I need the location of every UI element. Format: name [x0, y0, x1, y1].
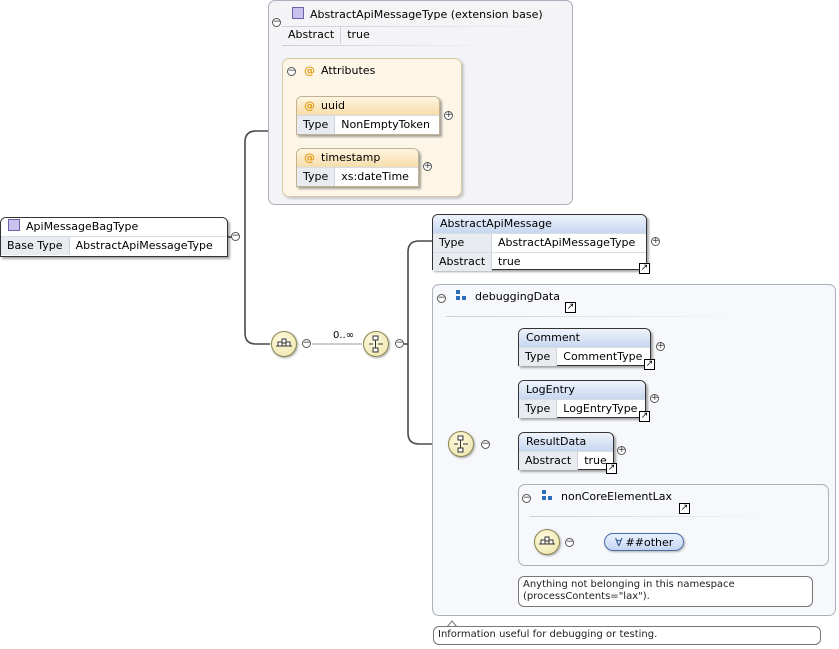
complex-type-icon [8, 219, 20, 231]
reference-arrow-icon[interactable]: ↗ [679, 503, 690, 514]
sequence-compositor[interactable] [271, 331, 297, 357]
extension-title: AbstractApiMessageType (extension base) [292, 7, 543, 21]
attribute-icon: @ [304, 99, 315, 112]
element-header: AbstractApiMessage [433, 215, 646, 233]
attribute-name: uuid [321, 99, 345, 112]
type-value: CommentType [557, 348, 648, 366]
attribute-type-row: Type NonEmptyToken [297, 115, 439, 134]
element-header: ResultData [519, 433, 613, 451]
type-value: LogEntryType [557, 400, 643, 418]
base-type-key: Base Type [1, 237, 70, 255]
abstract-key: Abstract [433, 253, 492, 271]
expand-timestamp-button[interactable]: + [423, 162, 432, 171]
attribute-uuid[interactable]: @ uuid Type NonEmptyToken [296, 96, 440, 135]
collapse-root-button[interactable]: − [231, 232, 240, 241]
attribute-timestamp-header: @ timestamp [297, 149, 418, 167]
collapse-inner-sequence-button[interactable]: − [481, 440, 490, 449]
collapse-debugging-data-button[interactable]: − [437, 294, 446, 303]
element-comment[interactable]: Comment Type CommentType [518, 328, 651, 366]
reference-arrow-icon[interactable]: ↗ [606, 463, 617, 474]
root-type-header: ApiMessageBagType [1, 218, 227, 236]
complex-type-icon [292, 7, 304, 19]
choice-icon [449, 432, 473, 456]
expand-comment-button[interactable]: + [656, 342, 665, 351]
type-key: Type [297, 116, 335, 134]
abstract-value: true [492, 253, 527, 271]
any-element-wildcard[interactable]: ∀##other [604, 533, 684, 551]
element-header: LogEntry [519, 381, 645, 399]
element-abstract-api-message[interactable]: AbstractApiMessage Type AbstractApiMessa… [432, 214, 647, 270]
attribute-icon: @ [304, 64, 315, 77]
base-type-value: AbstractApiMessageType [70, 237, 219, 255]
expand-result-data-button[interactable]: + [617, 446, 626, 455]
element-type-row: Type AbstractApiMessageType [433, 233, 646, 252]
group-separator [530, 516, 770, 517]
type-value: AbstractApiMessageType [492, 234, 641, 252]
element-type-row: Type LogEntryType [519, 399, 645, 418]
root-type-name: ApiMessageBagType [26, 220, 138, 233]
sequence-icon [535, 530, 559, 554]
extension-separator-2 [282, 45, 502, 46]
type-value: NonEmptyToken [335, 116, 436, 134]
extension-abstract-row: Abstract true [282, 26, 376, 44]
inner-sequence-compositor[interactable] [448, 431, 474, 457]
root-type-box[interactable]: ApiMessageBagType Base Type AbstractApiM… [0, 217, 228, 257]
type-key: Type [433, 234, 492, 252]
element-type-row: Type CommentType [519, 347, 650, 366]
collapse-wildcard-sequence-button[interactable]: − [565, 538, 574, 547]
attribute-timestamp[interactable]: @ timestamp Type xs:dateTime [296, 148, 419, 187]
reference-arrow-icon[interactable]: ↗ [639, 263, 650, 274]
non-core-annotation: Anything not belonging in this namespace… [518, 576, 813, 607]
element-log-entry[interactable]: LogEntry Type LogEntryType [518, 380, 646, 418]
expand-abstract-api-message-button[interactable]: + [651, 237, 660, 246]
element-result-data[interactable]: ResultData Abstract true [518, 432, 614, 470]
element-abstract-row: Abstract true [433, 252, 646, 271]
choice-compositor[interactable] [363, 331, 389, 357]
sequence-occurrence: 0..∞ [333, 330, 354, 341]
attribute-uuid-header: @ uuid [297, 97, 439, 115]
type-key: Type [519, 400, 557, 418]
type-value: xs:dateTime [335, 168, 415, 186]
collapse-choice-button[interactable]: − [395, 339, 404, 348]
expand-uuid-button[interactable]: + [444, 111, 453, 120]
reference-arrow-icon[interactable]: ↗ [565, 302, 576, 313]
wildcard-namespace: ##other [626, 536, 674, 549]
abstract-key: Abstract [282, 26, 341, 44]
abstract-key: Abstract [519, 452, 578, 470]
wildcard-sequence-compositor[interactable] [534, 529, 560, 555]
attribute-icon: @ [304, 151, 315, 164]
group-separator [446, 316, 746, 317]
reference-arrow-icon[interactable]: ↗ [639, 411, 650, 422]
attributes-title: @Attributes [304, 64, 375, 77]
debugging-data-annotation: Information useful for debugging or test… [433, 626, 821, 645]
attribute-name: timestamp [321, 151, 380, 164]
choice-icon [364, 332, 388, 356]
element-header: Comment [519, 329, 650, 347]
element-abstract-row: Abstract true [519, 451, 613, 470]
root-base-type-row: Base Type AbstractApiMessageType [1, 236, 227, 255]
sequence-icon [272, 332, 296, 356]
any-icon: ∀ [615, 536, 623, 549]
abstract-value: true [341, 26, 376, 44]
group-icon [542, 490, 553, 501]
collapse-attributes-button[interactable]: − [287, 67, 296, 76]
reference-arrow-icon[interactable]: ↗ [644, 359, 655, 370]
collapse-non-core-button[interactable]: − [522, 494, 531, 503]
collapse-extension-button[interactable]: − [272, 18, 281, 27]
expand-log-entry-button[interactable]: + [650, 394, 659, 403]
non-core-title: nonCoreElementLax [542, 490, 672, 503]
collapse-sequence-button[interactable]: − [302, 339, 311, 348]
type-key: Type [519, 348, 557, 366]
attribute-type-row: Type xs:dateTime [297, 167, 418, 186]
debugging-data-title: debuggingData [456, 290, 560, 303]
type-key: Type [297, 168, 335, 186]
group-icon [456, 290, 467, 301]
